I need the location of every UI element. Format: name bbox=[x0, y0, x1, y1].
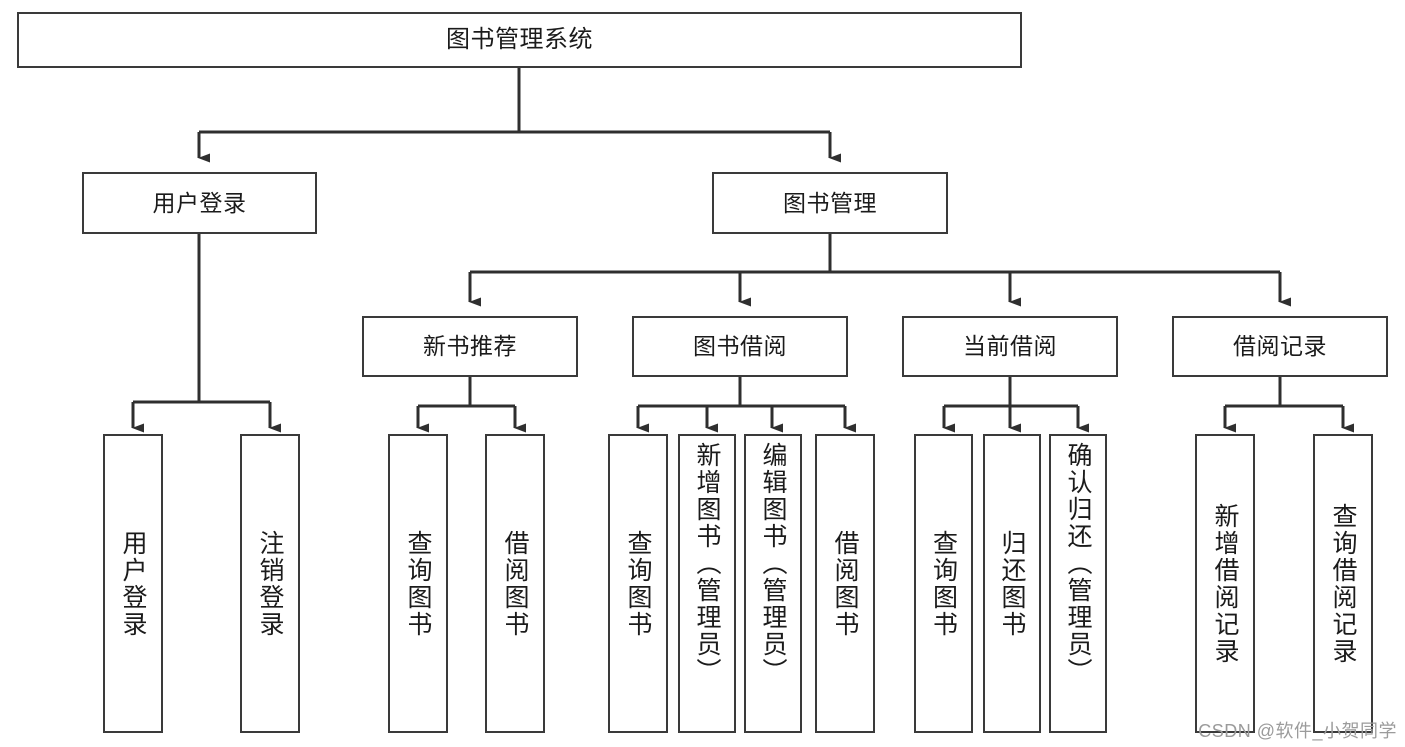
node-borrow-record[interactable]: 借阅记录 bbox=[1172, 316, 1388, 377]
node-label: 确认归还（管理员） bbox=[1064, 442, 1092, 685]
node-label: 查询图书 bbox=[404, 529, 432, 638]
node-leaf-confirm-return-admin[interactable]: 确认归还（管理员） bbox=[1049, 434, 1107, 733]
node-label: 当前借阅 bbox=[963, 333, 1057, 360]
node-label: 图书管理系统 bbox=[446, 26, 593, 54]
node-label: 用户登录 bbox=[152, 189, 247, 216]
watermark: CSDN @软件_小贺同学 bbox=[1198, 721, 1397, 741]
node-label: 图书管理 bbox=[783, 189, 877, 216]
node-label: 新增图书（管理员） bbox=[693, 442, 721, 685]
node-book-borrow[interactable]: 图书借阅 bbox=[632, 316, 848, 377]
node-label: 图书借阅 bbox=[693, 333, 787, 360]
node-label: 新增借阅记录 bbox=[1211, 502, 1239, 665]
node-label: 归还图书 bbox=[998, 529, 1026, 638]
node-book-management[interactable]: 图书管理 bbox=[712, 172, 948, 234]
node-leaf-query-borrow-record[interactable]: 查询借阅记录 bbox=[1313, 434, 1373, 733]
node-user-login[interactable]: 用户登录 bbox=[82, 172, 317, 234]
node-current-borrow[interactable]: 当前借阅 bbox=[902, 316, 1118, 377]
node-label: 新书推荐 bbox=[423, 333, 517, 360]
node-leaf-add-borrow-record[interactable]: 新增借阅记录 bbox=[1195, 434, 1255, 733]
node-label: 借阅记录 bbox=[1233, 333, 1327, 360]
node-root-book-management-system[interactable]: 图书管理系统 bbox=[17, 12, 1022, 68]
node-leaf-add-book-admin[interactable]: 新增图书（管理员） bbox=[678, 434, 736, 733]
node-leaf-borrow-book-recommend[interactable]: 借阅图书 bbox=[485, 434, 545, 733]
node-label: 编辑图书（管理员） bbox=[759, 442, 787, 685]
node-label: 借阅图书 bbox=[501, 529, 529, 638]
node-label: 借阅图书 bbox=[831, 529, 859, 638]
node-new-book-recommend[interactable]: 新书推荐 bbox=[362, 316, 578, 377]
node-leaf-query-book-current[interactable]: 查询图书 bbox=[914, 434, 973, 733]
node-leaf-query-book-borrow[interactable]: 查询图书 bbox=[608, 434, 668, 733]
node-label: 用户登录 bbox=[119, 529, 147, 638]
node-label: 注销登录 bbox=[256, 529, 284, 638]
node-label: 查询图书 bbox=[929, 529, 958, 638]
node-leaf-query-book-recommend[interactable]: 查询图书 bbox=[388, 434, 448, 733]
node-leaf-user-login[interactable]: 用户登录 bbox=[103, 434, 163, 733]
node-label: 查询图书 bbox=[624, 529, 652, 638]
node-leaf-return-book[interactable]: 归还图书 bbox=[983, 434, 1041, 733]
node-leaf-edit-book-admin[interactable]: 编辑图书（管理员） bbox=[744, 434, 802, 733]
node-label: 查询借阅记录 bbox=[1329, 502, 1357, 665]
node-leaf-borrow-book[interactable]: 借阅图书 bbox=[815, 434, 875, 733]
node-leaf-logout[interactable]: 注销登录 bbox=[240, 434, 300, 733]
